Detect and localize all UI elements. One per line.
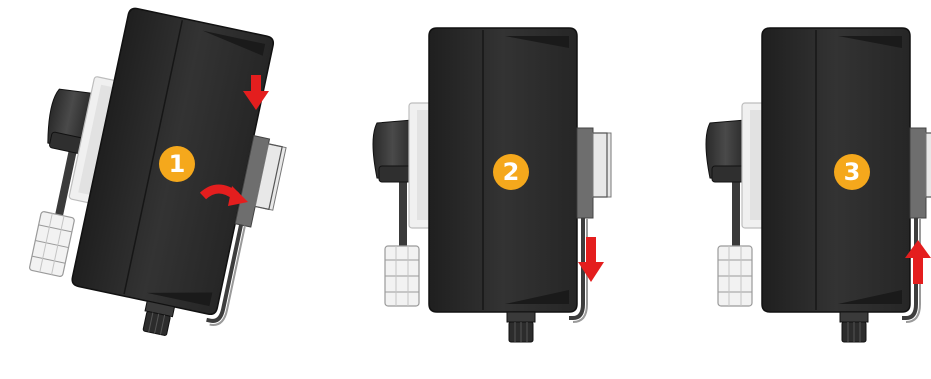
device-step-1 (10, 0, 308, 352)
step-1-group: 1 (10, 0, 308, 352)
device-step-2 (373, 28, 611, 342)
step-2-badge: 2 (493, 154, 529, 190)
device-step-3 (706, 28, 931, 342)
step-1-number: 1 (169, 150, 186, 178)
step-3-number: 3 (844, 158, 861, 186)
step-1-badge: 1 (159, 146, 195, 182)
step-3-group: 3 (706, 28, 931, 342)
step-3-badge: 3 (834, 154, 870, 190)
step-2-number: 2 (503, 158, 520, 186)
step-2-group: 2 (373, 28, 611, 342)
